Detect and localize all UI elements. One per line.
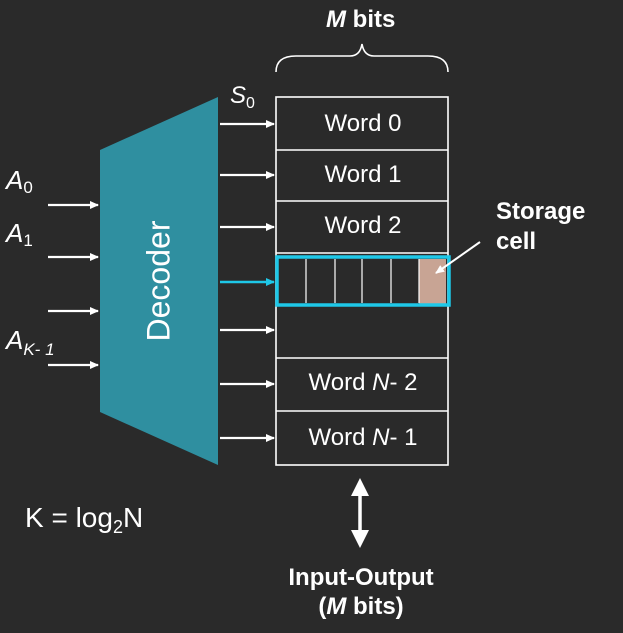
selected-word-row [275, 255, 451, 307]
io-line1: Input-Output [288, 564, 434, 591]
word-0: Word 0 [324, 110, 402, 137]
word-2: Word 2 [324, 212, 402, 239]
io-close: bits) [346, 593, 404, 620]
storage-cell-pointer [435, 241, 481, 274]
storage-line2: cell [496, 228, 537, 255]
ak1-main: A [6, 325, 24, 355]
input-a0-label: A0 [6, 165, 33, 197]
input-a1-label: A1 [6, 218, 33, 250]
input-ak1-label: AK- 1 [6, 325, 55, 359]
decoder-label: Decoder [140, 220, 177, 342]
storage-cell [419, 259, 446, 304]
io-double-arrow [351, 478, 369, 548]
decoder-block [100, 97, 218, 465]
s0-main: S [230, 82, 247, 109]
m-symbol: M [326, 6, 346, 33]
ak1-sub: K- 1 [23, 340, 55, 359]
word-select-arrows [220, 120, 275, 442]
storage-cell-label: Storage cell [496, 197, 585, 257]
io-open: ( [318, 593, 327, 620]
io-label: Input-Output (M bits) [276, 563, 446, 621]
storage-line1: Storage [496, 198, 586, 225]
a0-sub: 0 [23, 178, 33, 197]
a1-main: A [6, 218, 24, 248]
formula-post: N [122, 502, 144, 533]
a1-sub: 1 [23, 231, 33, 250]
io-m: M [326, 593, 347, 620]
word-1: Word 1 [324, 161, 402, 188]
formula-sub: 2 [112, 517, 123, 537]
wn2-n: N [372, 369, 390, 396]
m-bits-brace [275, 43, 449, 73]
wn1-n: N [372, 424, 390, 451]
wn2-pre: Word [308, 369, 373, 396]
s0-label: S0 [230, 82, 255, 112]
word-n-2: Word N- 2 [278, 369, 448, 397]
bits-text: bits [346, 6, 396, 33]
formula-pre: K = log [25, 502, 113, 533]
address-input-arrows [48, 201, 99, 369]
wn1-pre: Word [308, 424, 373, 451]
m-bits-header: M bits [326, 6, 395, 34]
k-formula: K = log2N [25, 502, 144, 537]
io-line2: (M bits) [276, 592, 446, 621]
wn1-post: - 1 [389, 424, 418, 451]
wn2-post: - 2 [389, 369, 418, 396]
s0-sub: 0 [246, 95, 255, 112]
word-n-1: Word N- 1 [278, 424, 448, 452]
a0-main: A [6, 165, 24, 195]
